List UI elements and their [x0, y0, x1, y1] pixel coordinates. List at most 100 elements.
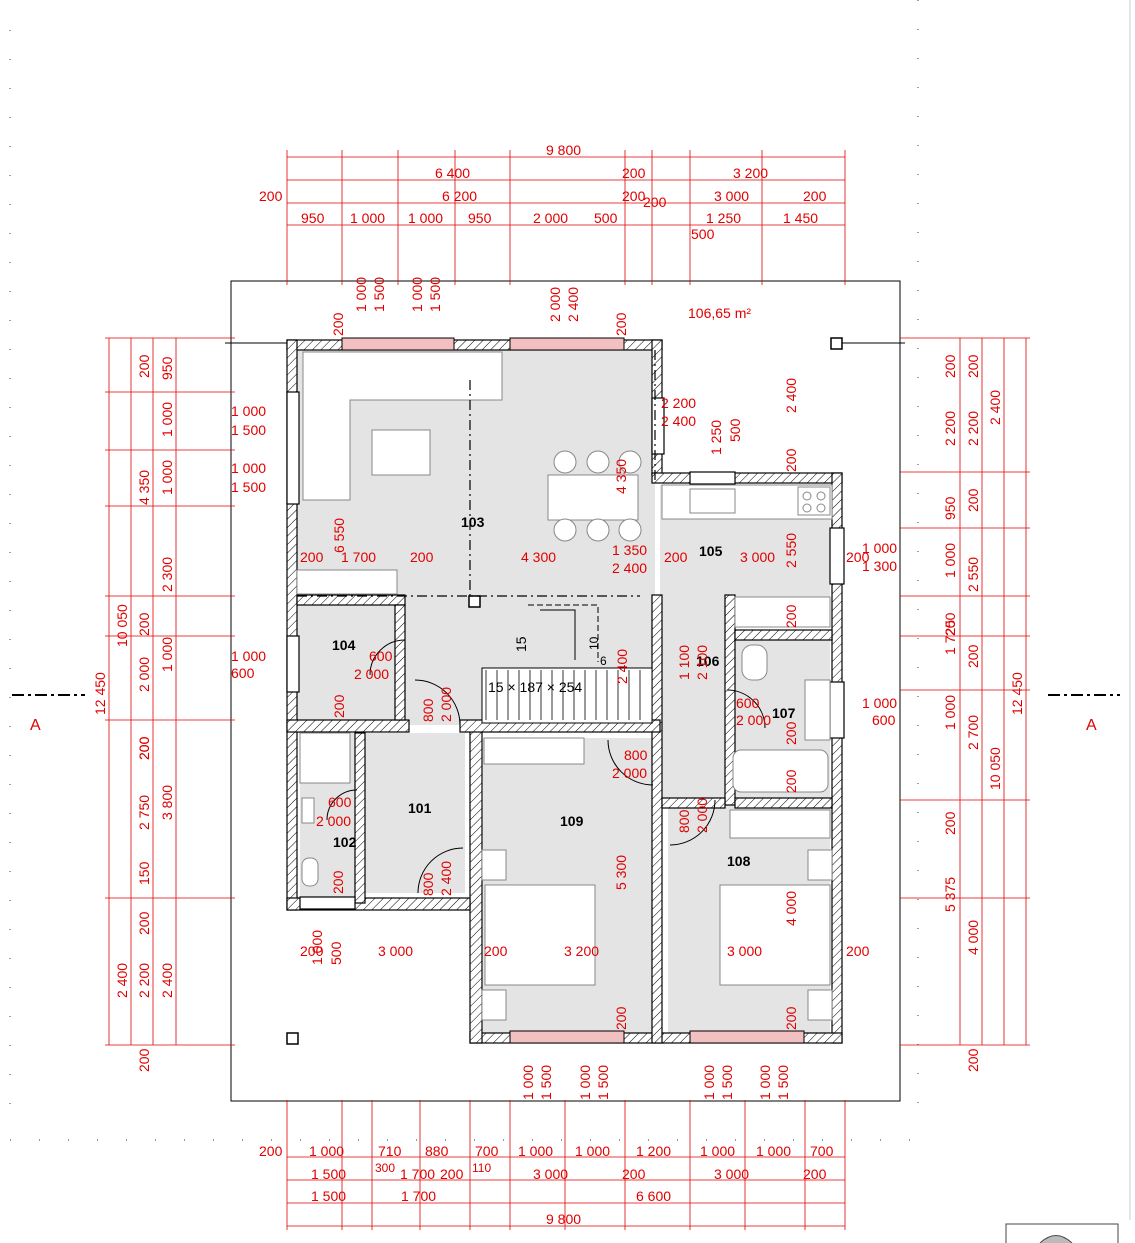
- dim-low-3200: 3 200: [564, 943, 599, 959]
- axis-lines: [12, 350, 1120, 696]
- dim-int-left-c1: 1 000: [231, 648, 266, 664]
- dim-int-1000-top-a: 1 000: [353, 277, 369, 312]
- doors: [326, 639, 766, 894]
- dim-wb-1500c: 1 500: [719, 1065, 735, 1100]
- dim-d-stair-2400: 2 400: [614, 649, 630, 684]
- dim-wb-1500a: 1 500: [538, 1065, 554, 1100]
- dim-d106-2100: 2 100: [694, 645, 710, 680]
- windows: [225, 337, 905, 1045]
- dim-d107-2000: 2 000: [736, 712, 771, 728]
- dim-mid-4300: 4 300: [521, 549, 556, 565]
- dim-d108-800: 800: [676, 809, 692, 833]
- dim-int-1000-top-b: 1 000: [409, 277, 425, 312]
- dim-right-200f: 200: [965, 644, 981, 668]
- dim-wb-1500b: 1 500: [595, 1065, 611, 1100]
- dim-left-950: 950: [159, 356, 175, 380]
- dim-int-1500-top-b: 1 500: [427, 277, 443, 312]
- dim-right-1000a: 1 000: [942, 543, 958, 578]
- dim-top-200d: 200: [643, 194, 667, 210]
- dim-bot-700a: 700: [475, 1143, 499, 1159]
- dim-low-3000b: 3 000: [727, 943, 762, 959]
- dim-int-2400-right: 2 400: [783, 378, 799, 413]
- dim-bot-710: 710: [378, 1143, 402, 1159]
- dim-right-200a: 200: [942, 354, 958, 378]
- dim-int-left-c2: 600: [231, 665, 255, 681]
- dim-d-entry-2000: 2 000: [438, 687, 454, 722]
- dim-bot-1700b: 1 700: [401, 1188, 436, 1204]
- dim-left-150: 150: [136, 861, 152, 885]
- dim-int-200-vert-b: 200: [783, 448, 799, 472]
- dim-d109-2000: 2 000: [612, 765, 647, 781]
- dim-wb-1500d: 1 500: [775, 1065, 791, 1100]
- room-103: 103: [461, 514, 485, 530]
- dim-bot-110: 110: [472, 1161, 491, 1175]
- dim-top-2000: 2 000: [533, 210, 568, 226]
- walls: [286, 339, 843, 1044]
- dim-top-6200: 6 200: [442, 188, 477, 204]
- stair-count-10: 10: [587, 636, 601, 650]
- dim-top-200c: 200: [622, 188, 646, 204]
- north-arrow-icon: [1005, 1223, 1119, 1243]
- room-107: 107: [772, 705, 796, 721]
- dim-int-200-109b: 200: [613, 1006, 629, 1030]
- dim-wb-1000a: 1 000: [520, 1065, 536, 1100]
- dim-d104-600: 600: [369, 648, 393, 664]
- dim-mid-2400: 2 400: [612, 560, 647, 576]
- dim-right-200e: 200: [965, 488, 981, 512]
- dim-left-1000c: 1 000: [159, 637, 175, 672]
- dim-low-1000: 1 000: [309, 930, 325, 965]
- dim-bot-300: 300: [375, 1161, 395, 1175]
- dim-right-1725: 1 725: [942, 620, 958, 655]
- dim-top-extra-500: 500: [691, 226, 715, 242]
- dim-d109-800: 800: [624, 747, 648, 763]
- dim-top-1000a: 1 000: [350, 210, 385, 226]
- dim-int-left-b2: 1 500: [231, 479, 266, 495]
- dim-int-200-108: 200: [783, 769, 799, 793]
- dim-bot-200a: 200: [259, 1143, 283, 1159]
- dimension-lines: [105, 150, 1030, 1230]
- dim-top-3200: 3 200: [733, 165, 768, 181]
- dim-int-2400b: 2 400: [661, 413, 696, 429]
- dim-left-2750: 2 750: [136, 795, 152, 830]
- dim-left-200b: 200: [136, 612, 152, 636]
- dim-right-200c: 200: [942, 811, 958, 835]
- dim-d104-2000: 2 000: [354, 666, 389, 682]
- dim-mid-200c: 200: [664, 549, 688, 565]
- dim-left-12450: 12 450: [92, 672, 108, 715]
- dim-int-1500-top-a: 1 500: [371, 277, 387, 312]
- dim-int-left-b1: 1 000: [231, 460, 266, 476]
- dim-top-200e: 200: [803, 188, 827, 204]
- labels: 106,65 m² A A 15 × 187 × 254 15 10 6 101…: [30, 142, 1097, 1227]
- dim-top-950b: 950: [468, 210, 492, 226]
- room-102: 102: [333, 834, 357, 850]
- dim-int-left-a1: 1 000: [231, 403, 266, 419]
- dim-int-200-104: 200: [331, 694, 347, 718]
- dim-bot-3000b: 3 000: [714, 1166, 749, 1182]
- room-105: 105: [699, 543, 723, 559]
- dim-bot-1000a: 1 000: [309, 1143, 344, 1159]
- dim-right-2700: 2 700: [965, 715, 981, 750]
- dim-left-3800: 3 800: [159, 785, 175, 820]
- dim-int-200-107: 200: [783, 721, 799, 745]
- dim-bot-1000c: 1 000: [575, 1143, 610, 1159]
- dim-low-3000a: 3 000: [378, 943, 413, 959]
- dim-wb-1000c: 1 000: [701, 1065, 717, 1100]
- dim-right-950: 950: [942, 496, 958, 520]
- dim-mid-2550: 2 550: [783, 533, 799, 568]
- dim-d101-800: 800: [420, 872, 436, 896]
- dim-left-2300: 2 300: [159, 557, 175, 592]
- dim-bot-1500a: 1 500: [311, 1166, 346, 1182]
- dim-wb-1000d: 1 000: [757, 1065, 773, 1100]
- room-109: 109: [560, 813, 584, 829]
- dim-int-4000: 4 000: [783, 891, 799, 926]
- dim-mid-200b: 200: [410, 549, 434, 565]
- dim-low-200a: 200: [300, 943, 324, 959]
- room-106: 106: [696, 653, 720, 669]
- dim-mid-200a: 200: [300, 549, 324, 565]
- dim-wb-1000b: 1 000: [577, 1065, 593, 1100]
- dim-bot-1000e: 1 000: [756, 1143, 791, 1159]
- room-104: 104: [332, 637, 356, 653]
- stair-count-15: 15: [513, 636, 529, 652]
- dim-int-left-a2: 1 500: [231, 422, 266, 438]
- dim-left-2400b: 2 400: [114, 963, 130, 998]
